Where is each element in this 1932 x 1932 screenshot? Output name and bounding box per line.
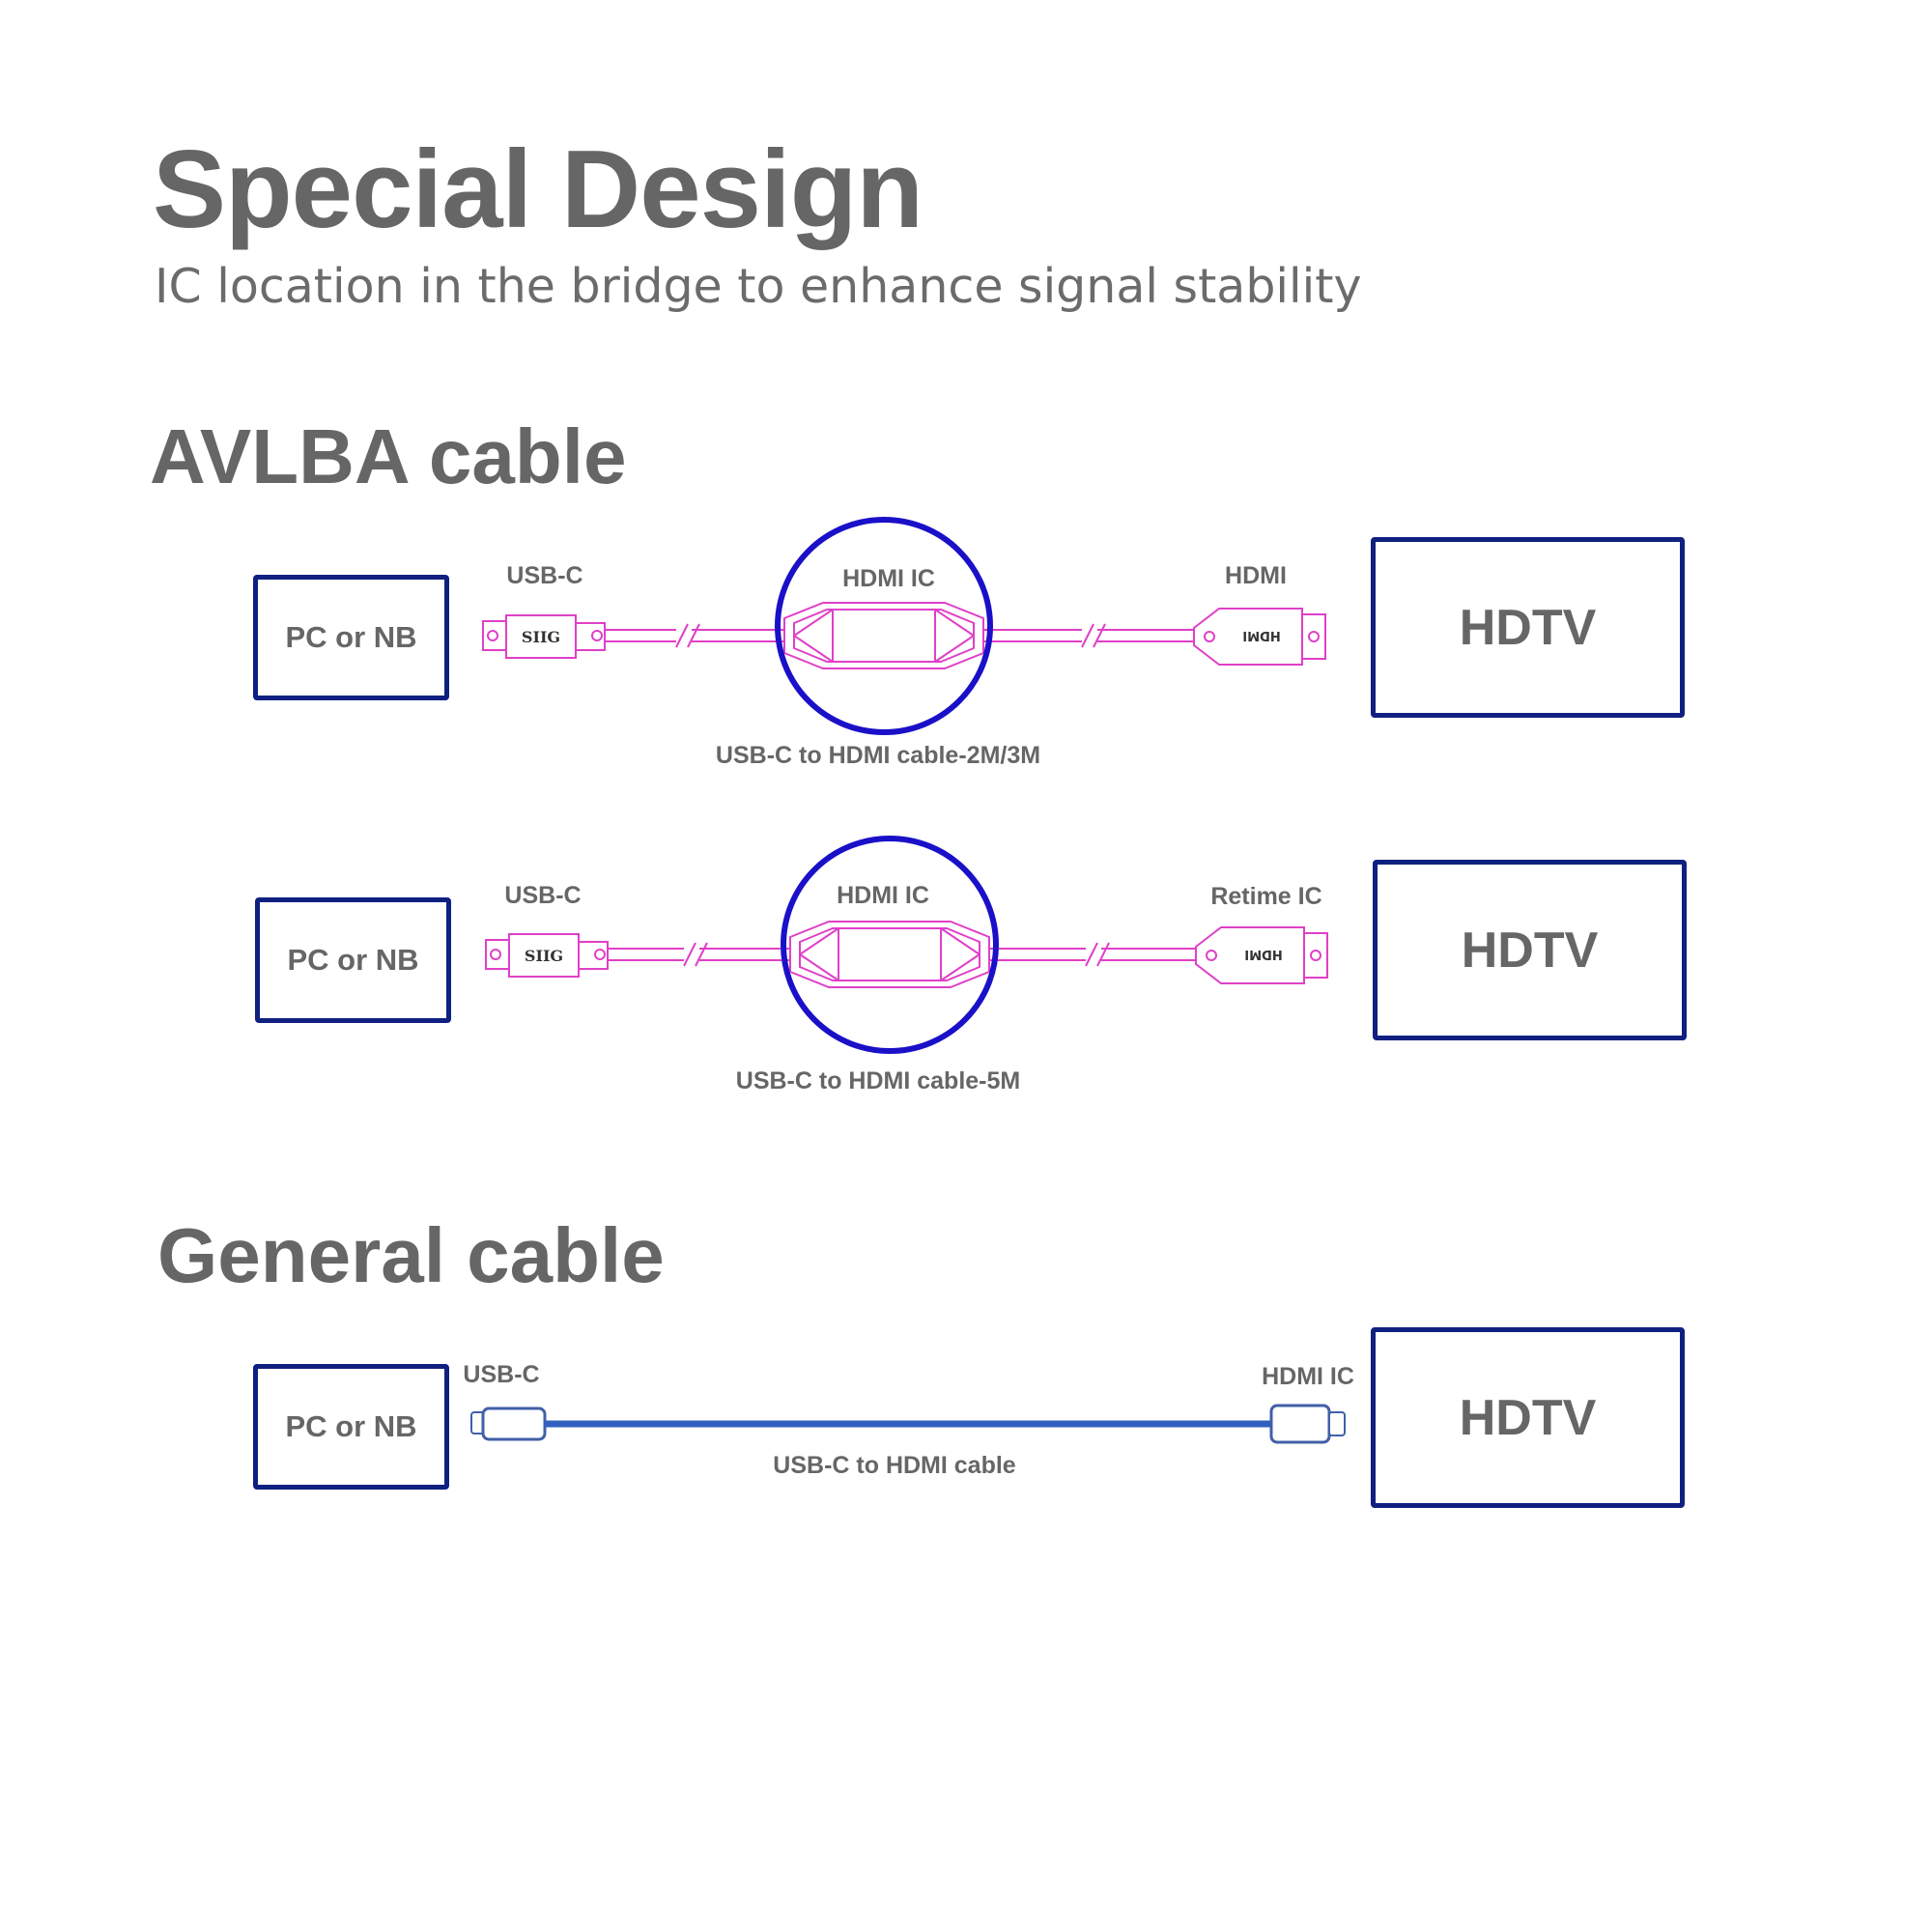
source-label: PC or NB <box>287 943 419 977</box>
plug-brand-text: SIIG <box>525 947 563 965</box>
target-label: HDTV <box>1459 599 1597 656</box>
highlight-circle-row1 <box>775 517 993 735</box>
retime-ic-label-row2: Retime IC <box>1210 883 1322 910</box>
target-box-row2: HDTV <box>1373 860 1687 1040</box>
avlba-cable-row2 <box>485 921 1328 988</box>
avlba-heading: AVLBA cable <box>150 413 627 499</box>
page-subtitle: IC location in the bridge to enhance sig… <box>155 259 1362 314</box>
source-box-row1: PC or NB <box>253 575 449 700</box>
usb-c-label-general: USB-C <box>463 1361 540 1388</box>
caption-general: USB-C to HDMI cable <box>773 1452 1016 1479</box>
general-heading: General cable <box>157 1212 665 1298</box>
usb-c-tip-icon <box>485 939 510 970</box>
plug-hdmi-text: HDMI <box>1244 947 1282 961</box>
page-title: Special Design <box>153 128 923 251</box>
hdmi-plug-icon <box>1193 608 1303 666</box>
bridge-housing-icon <box>789 921 990 988</box>
target-label: HDTV <box>1461 922 1599 979</box>
usb-c-tip-icon <box>482 620 507 651</box>
plug-brand-text: SIIG <box>522 628 560 646</box>
hdmi-ic-label-row1: HDMI IC <box>842 565 935 592</box>
target-label: HDTV <box>1459 1389 1597 1446</box>
caption-row1: USB-C to HDMI cable-2M/3M <box>715 742 1041 769</box>
source-label: PC or NB <box>285 620 417 654</box>
hdmi-label-row1: HDMI <box>1225 562 1287 589</box>
bridge-housing-icon <box>783 602 984 669</box>
hdmi-ic-label-row2: HDMI IC <box>837 882 929 909</box>
hdmi-ic-label-general: HDMI IC <box>1262 1363 1354 1390</box>
source-label: PC or NB <box>285 1409 417 1443</box>
general-cable <box>470 1404 1346 1444</box>
source-box-general: PC or NB <box>253 1364 449 1490</box>
target-box-row1: HDTV <box>1371 537 1685 718</box>
highlight-circle-row2 <box>781 836 999 1054</box>
usb-c-plug-icon <box>481 1406 547 1441</box>
hdmi-plug-icon <box>1195 926 1305 984</box>
source-box-row2: PC or NB <box>255 897 451 1023</box>
target-box-general: HDTV <box>1371 1327 1685 1508</box>
avlba-cable-row1 <box>482 602 1326 669</box>
caption-row2: USB-C to HDMI cable-5M <box>735 1067 1021 1094</box>
hdmi-plug-icon <box>1269 1404 1331 1444</box>
plug-hdmi-text: HDMI <box>1242 628 1280 642</box>
usb-c-label-row1: USB-C <box>506 562 583 589</box>
usb-c-label-row2: USB-C <box>504 882 582 909</box>
